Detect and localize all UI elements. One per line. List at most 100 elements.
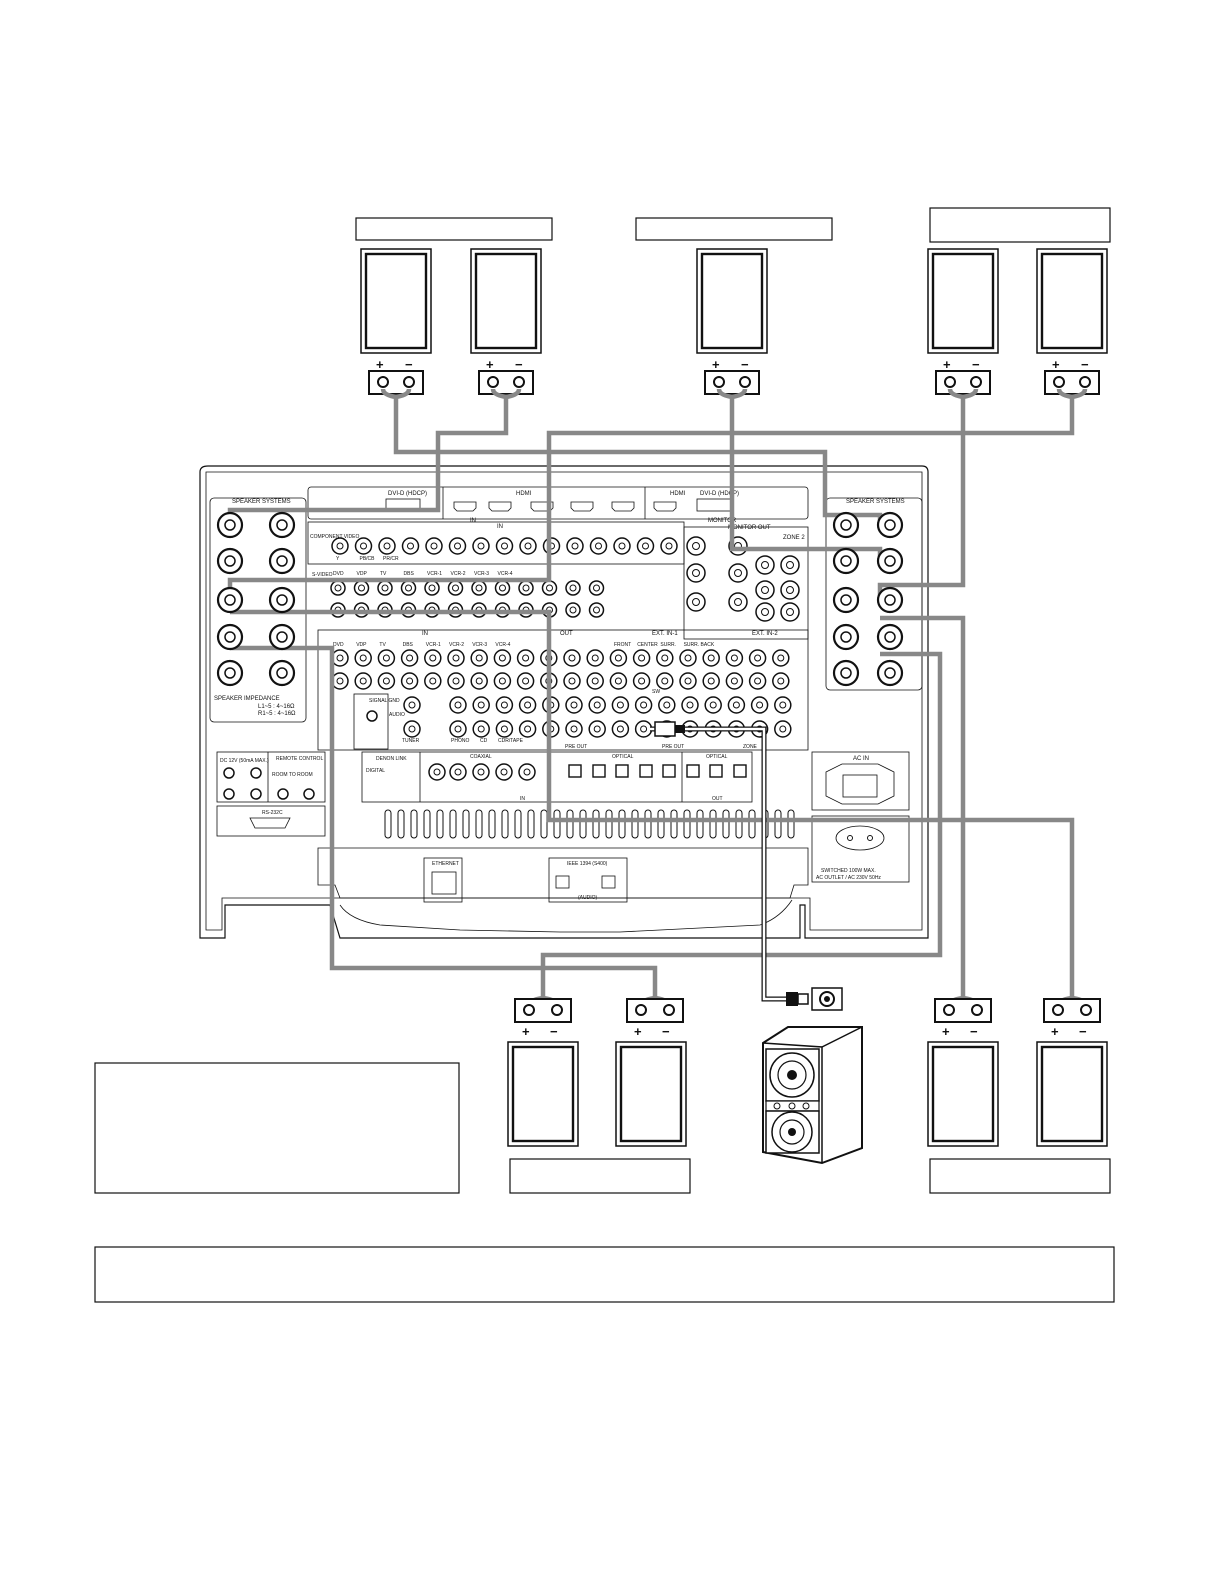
note-box xyxy=(94,1062,460,1194)
label-impedance-r: R1~5 : 4~16Ω xyxy=(258,711,296,717)
terminal-surround-back-left: + − xyxy=(514,998,572,1039)
label-ieee-audio: (AUDIO) xyxy=(578,895,598,901)
optical-jacks xyxy=(568,764,747,778)
label-pre-out-2: PRE OUT xyxy=(662,744,684,750)
label-monitor-out: MONITOR OUT xyxy=(728,525,771,531)
source-label-video: VCR-1 xyxy=(427,571,442,577)
svg-text:+: + xyxy=(712,357,720,372)
cable-surround-right xyxy=(227,388,1075,597)
label-dc12v: DC 12V (50mA MAX.) xyxy=(220,758,269,764)
svg-text:−: − xyxy=(515,357,523,372)
svg-text:−: − xyxy=(972,357,980,372)
label-ac-in: AC IN xyxy=(853,756,869,762)
speaker-lower-right xyxy=(1036,1041,1108,1147)
terminal-surround-back-right: + − xyxy=(626,998,684,1039)
ext-in-label: SURR. BACK xyxy=(684,642,715,648)
label-audio: AUDIO xyxy=(389,712,405,718)
label-in-digital: IN xyxy=(520,796,525,802)
surround-speakers-label-box xyxy=(929,207,1111,243)
label-dvid-in: DVI-D (HDCP) xyxy=(388,491,427,497)
svg-text:+: + xyxy=(634,1024,642,1039)
source-label-audio: VCR-3 xyxy=(472,642,487,648)
cable-front-right xyxy=(227,388,509,525)
speaker-surround-back-right xyxy=(615,1041,687,1147)
column-labels: DVDDVDVDPVDPTVTVDBSDBSVCR-1VCR-1VCR-2VCR… xyxy=(333,556,715,648)
hdmi-inputs xyxy=(453,501,677,512)
label-monitor: MONITOR xyxy=(708,518,737,524)
label-in-component: IN xyxy=(497,524,503,530)
label-rs232c: RS-232C xyxy=(262,810,283,816)
cable-surround-back-right xyxy=(230,609,1075,998)
source-label-audio: DVD xyxy=(333,642,344,648)
speaker-front-left xyxy=(360,248,432,354)
label-s-video: S-VIDEO xyxy=(312,572,333,578)
svg-text:−: − xyxy=(1079,1024,1087,1039)
source-label-audio: VDP xyxy=(356,642,367,648)
label-coaxial: COAXIAL xyxy=(470,754,492,760)
ext-in-label: FRONT xyxy=(614,642,631,648)
source-label-audio: DBS xyxy=(403,642,414,648)
svg-text:+: + xyxy=(942,1024,950,1039)
svg-text:+: + xyxy=(522,1024,530,1039)
svg-text:−: − xyxy=(405,357,413,372)
label-ext-in-1: EXT. IN-1 xyxy=(652,631,678,637)
label-zone: ZONE xyxy=(743,744,758,750)
caption-box xyxy=(94,1246,1115,1303)
rca-plug-subwoofer-end xyxy=(786,992,809,1006)
cable-surround-left xyxy=(877,388,966,597)
cable-lower-right xyxy=(880,615,966,998)
terminal-surround-left: + − xyxy=(935,357,991,395)
cable-front-left xyxy=(380,388,883,525)
source-label-audio: VCR-1 xyxy=(426,642,441,648)
svg-text:+: + xyxy=(486,357,494,372)
component-label: Y xyxy=(336,556,340,562)
ext-in-label: SURR. xyxy=(660,642,676,648)
cable-lower-left xyxy=(540,651,943,998)
svg-text:−: − xyxy=(741,357,749,372)
svg-text:+: + xyxy=(1051,1024,1059,1039)
label-component-video: COMPONENT VIDEO xyxy=(310,534,359,540)
center-speaker-label-box xyxy=(635,217,833,241)
label-signal-gnd: SIGNAL GND xyxy=(369,698,400,704)
label-out-digital: OUT xyxy=(712,796,723,802)
label-impedance-l: L1~5 : 4~16Ω xyxy=(258,704,295,710)
source-label-video: VCR-3 xyxy=(474,571,489,577)
label-phono: PHONO xyxy=(451,738,469,744)
label-cd: CD xyxy=(480,738,488,744)
subwoofer xyxy=(762,987,863,1165)
label-optical-out: OPTICAL xyxy=(706,754,728,760)
label-ethernet: ETHERNET xyxy=(432,861,459,867)
label-ieee1394: IEEE 1394 (S400) xyxy=(567,861,608,867)
svg-text:+: + xyxy=(943,357,951,372)
label-cdr-tape: CDR/TAPE xyxy=(498,738,524,744)
front-speakers-label-box xyxy=(355,217,553,241)
av-receiver-rear-panel: SPEAKER SYSTEMS SPEAKER SYSTEMS SPEAKER … xyxy=(199,465,929,939)
label-zone2-video: ZONE 2 xyxy=(783,535,805,541)
svg-text:+: + xyxy=(1052,357,1060,372)
speaker-surround-back-left xyxy=(507,1041,579,1147)
label-digital: DIGITAL xyxy=(366,768,385,774)
terminal-center: + − xyxy=(704,357,760,395)
speaker-front-right xyxy=(470,248,542,354)
label-in-audio: IN xyxy=(422,631,428,637)
svg-text:+: + xyxy=(376,357,384,372)
component-label: PR/CR xyxy=(383,556,399,562)
speaker-surround-right xyxy=(1036,248,1108,354)
terminal-surround-right: + − xyxy=(1044,357,1100,395)
label-hdmi-out: HDMI xyxy=(670,491,686,497)
speaker-center xyxy=(696,248,768,354)
source-label-video: DVD xyxy=(333,571,344,577)
source-label-video: VCR-4 xyxy=(498,571,513,577)
terminal-front-left: + − xyxy=(368,357,424,395)
label-speaker-systems-left: SPEAKER SYSTEMS xyxy=(232,499,291,505)
label-hdmi-in: HDMI xyxy=(516,491,532,497)
label-pre-out-1: PRE OUT xyxy=(565,744,587,750)
source-label-video: TV xyxy=(380,571,387,577)
surround-back-label-box xyxy=(509,1158,691,1194)
label-ac-outlet: AC OUTLET / AC 230V 50Hz xyxy=(816,875,881,881)
label-switched: SWITCHED 100W MAX. xyxy=(821,868,876,874)
terminal-lower-right: + − xyxy=(1043,998,1101,1039)
source-label-audio: TV xyxy=(379,642,386,648)
coaxial-jacks xyxy=(428,763,536,781)
label-in-top: IN xyxy=(470,518,476,524)
